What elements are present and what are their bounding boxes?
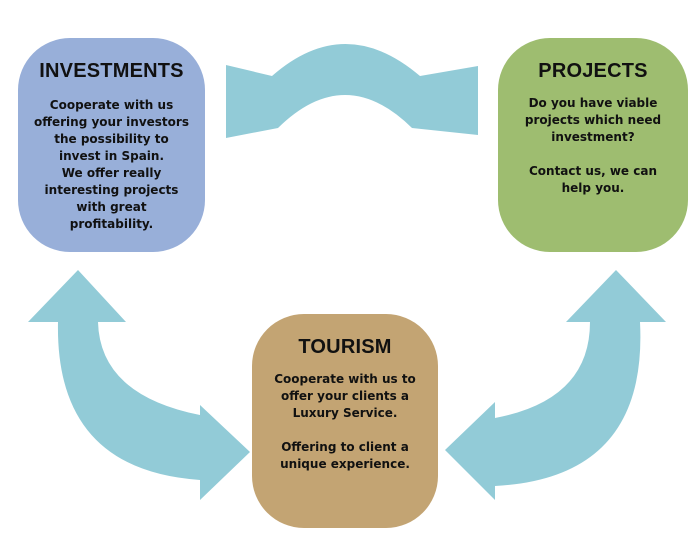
projects-box: PROJECTS Do you have viable projects whi… [498,38,688,252]
projects-text: Do you have viable projects which need i… [524,96,662,144]
tourism-title: TOURISM [298,336,392,358]
investments-title: INVESTMENTS [39,60,184,82]
right-double-arrow [445,270,666,500]
tourism-box: TOURISM Cooperate with us to offer your … [252,314,438,528]
projects-text-2: Contact us, we can help you. [528,164,658,195]
investments-box: INVESTMENTS Cooperate with us offering y… [18,38,205,252]
tourism-text: Cooperate with us to offer your clients … [274,372,416,420]
left-double-arrow [28,270,250,500]
projects-title: PROJECTS [538,60,648,82]
investments-text: Cooperate with us offering your investor… [34,98,189,163]
top-double-arrow [226,44,478,138]
investments-text-2: We offer really interesting projects wit… [44,166,179,231]
tourism-text-2: Offering to client a unique experience. [280,440,410,471]
